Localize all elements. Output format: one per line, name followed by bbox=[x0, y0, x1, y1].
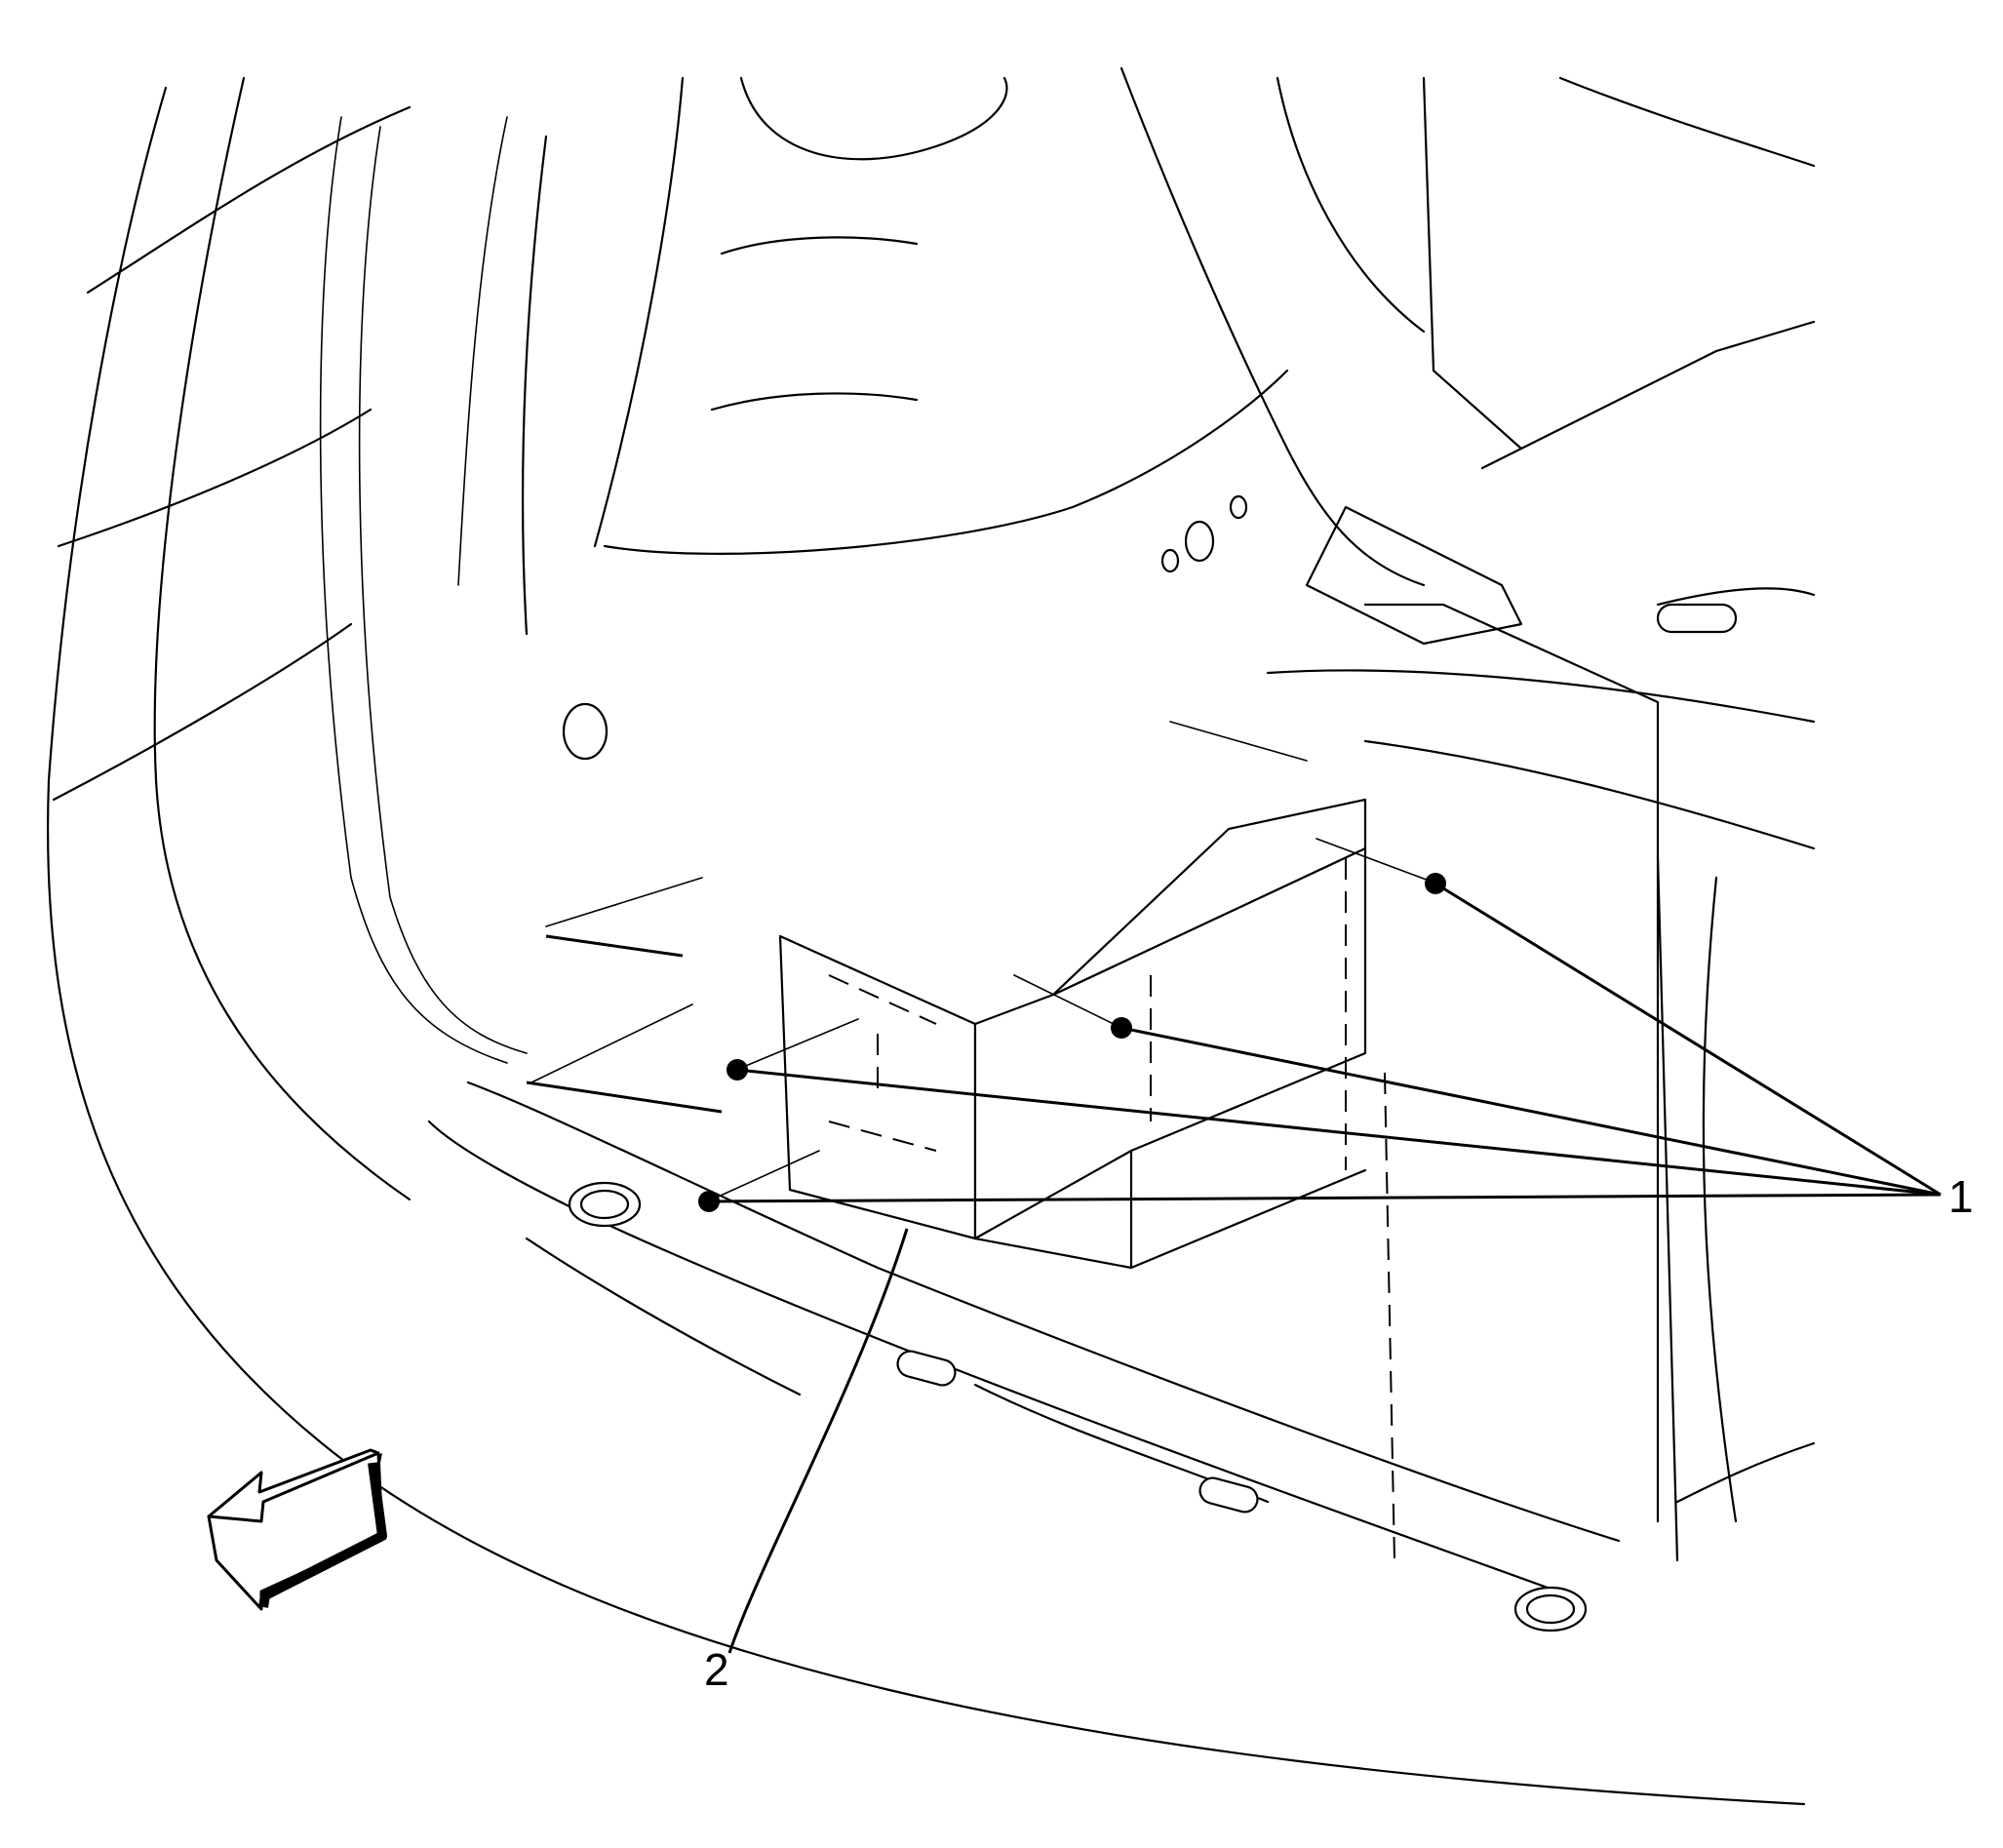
module-bracket bbox=[778, 798, 1395, 1561]
body-structure bbox=[562, 66, 1816, 1562]
callout-1-leaders bbox=[526, 882, 1942, 1203]
lower-crossmember bbox=[427, 603, 1660, 1632]
callout-2-label: 2 bbox=[704, 1644, 729, 1695]
fender-liner bbox=[46, 76, 1806, 1806]
callout-2-leader bbox=[727, 1228, 909, 1654]
fastener-axis-line bbox=[545, 877, 703, 927]
fastener-axis-line bbox=[530, 1003, 693, 1083]
front-direction-arrow-icon bbox=[207, 1448, 387, 1611]
callout-1-label: 1 bbox=[1948, 1171, 1974, 1222]
fastener-axis-line bbox=[1169, 721, 1308, 762]
